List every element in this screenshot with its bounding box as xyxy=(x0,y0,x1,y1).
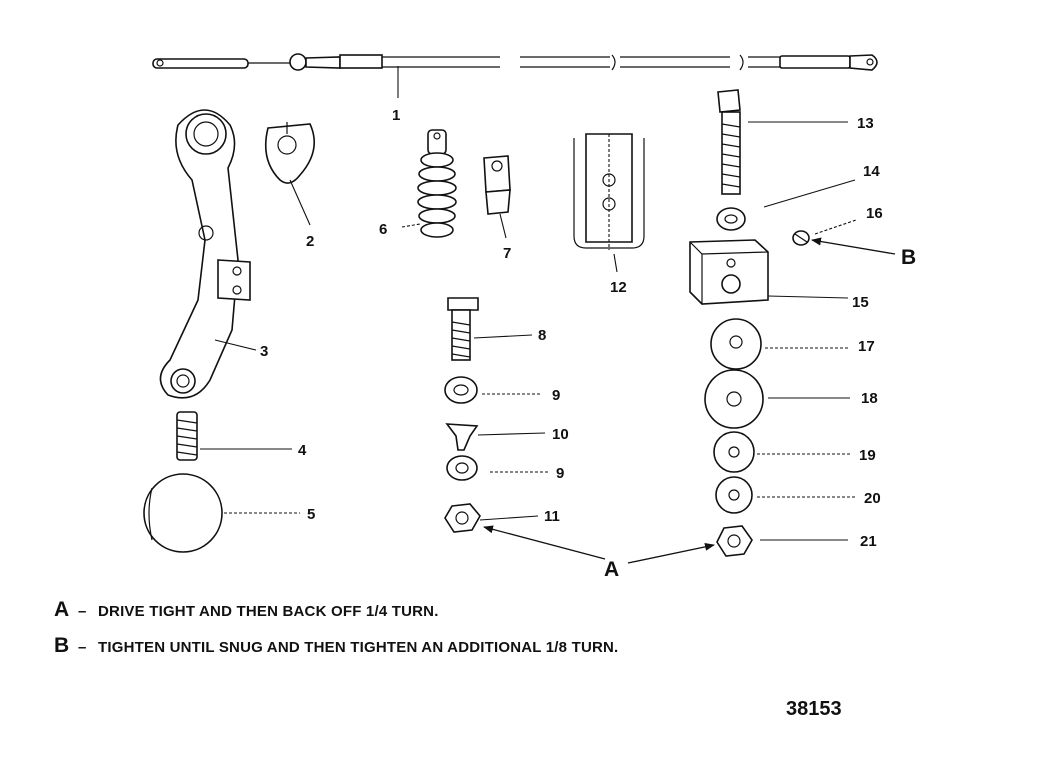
part-15-block xyxy=(689,239,769,305)
callout-18: 18 xyxy=(861,390,878,407)
callout-9-lower: 9 xyxy=(556,465,564,482)
part-17-washer xyxy=(710,318,762,370)
part-19-washer xyxy=(713,431,755,473)
note-a-text: DRIVE TIGHT AND THEN BACK OFF 1/4 TURN. xyxy=(98,603,439,620)
callout-11: 11 xyxy=(544,508,560,525)
part-12-bracket xyxy=(573,133,645,250)
callout-9-upper: 9 xyxy=(552,387,560,404)
part-10-spacer xyxy=(445,423,479,451)
part-14-washer xyxy=(716,207,746,231)
part-16-set-screw xyxy=(792,230,810,246)
arrow-b-to-16 xyxy=(811,237,896,255)
callout-14: 14 xyxy=(863,163,880,180)
letter-a: A xyxy=(604,558,619,581)
figure-number: 38153 xyxy=(786,698,842,720)
part-5-knob xyxy=(143,473,223,553)
part-3-shift-lever xyxy=(159,109,251,399)
part-2-cam xyxy=(264,122,316,184)
notes-list: A – DRIVE TIGHT AND THEN BACK OFF 1/4 TU… xyxy=(54,598,954,670)
callout-13: 13 xyxy=(857,115,874,132)
callout-19: 19 xyxy=(859,447,876,464)
part-9-washer-upper xyxy=(444,376,478,404)
part-18-washer xyxy=(704,369,764,429)
note-a-letter: A xyxy=(54,598,70,621)
callout-6: 6 xyxy=(379,221,387,238)
arrow-a-to-21 xyxy=(627,542,715,564)
callout-3: 3 xyxy=(260,343,268,360)
part-11-nut xyxy=(444,503,481,533)
callout-5: 5 xyxy=(307,506,315,523)
callout-16: 16 xyxy=(866,205,883,222)
note-b-letter: B xyxy=(54,634,70,657)
callout-7: 7 xyxy=(503,245,511,262)
letter-b: B xyxy=(901,246,916,269)
note-a-dash: – xyxy=(78,603,87,620)
note-b-text: TIGHTEN UNTIL SNUG AND THEN TIGHTEN AN A… xyxy=(98,639,619,656)
part-21-nut xyxy=(716,525,753,557)
note-b-dash: – xyxy=(78,639,87,656)
part-8-bolt xyxy=(447,297,479,361)
part-1-shift-cable xyxy=(152,53,878,71)
part-20-washer xyxy=(715,476,753,514)
callout-8: 8 xyxy=(538,327,546,344)
part-4-screw xyxy=(176,411,198,461)
callout-1: 1 xyxy=(392,107,400,124)
callout-15: 15 xyxy=(852,294,869,311)
part-13-screw xyxy=(717,89,741,195)
part-6-spring xyxy=(417,129,457,238)
callout-12: 12 xyxy=(610,279,627,296)
part-9-washer-lower xyxy=(446,455,478,481)
callout-2: 2 xyxy=(306,233,314,250)
note-b: B – TIGHTEN UNTIL SNUG AND THEN TIGHTEN … xyxy=(54,634,954,670)
arrow-a-to-11 xyxy=(483,525,606,560)
callout-4: 4 xyxy=(298,442,307,459)
note-a: A – DRIVE TIGHT AND THEN BACK OFF 1/4 TU… xyxy=(54,598,954,634)
part-7-clip xyxy=(483,155,511,215)
callout-20: 20 xyxy=(864,490,881,507)
callout-21: 21 xyxy=(860,533,877,550)
callout-10: 10 xyxy=(552,426,569,443)
callout-17: 17 xyxy=(858,338,875,355)
